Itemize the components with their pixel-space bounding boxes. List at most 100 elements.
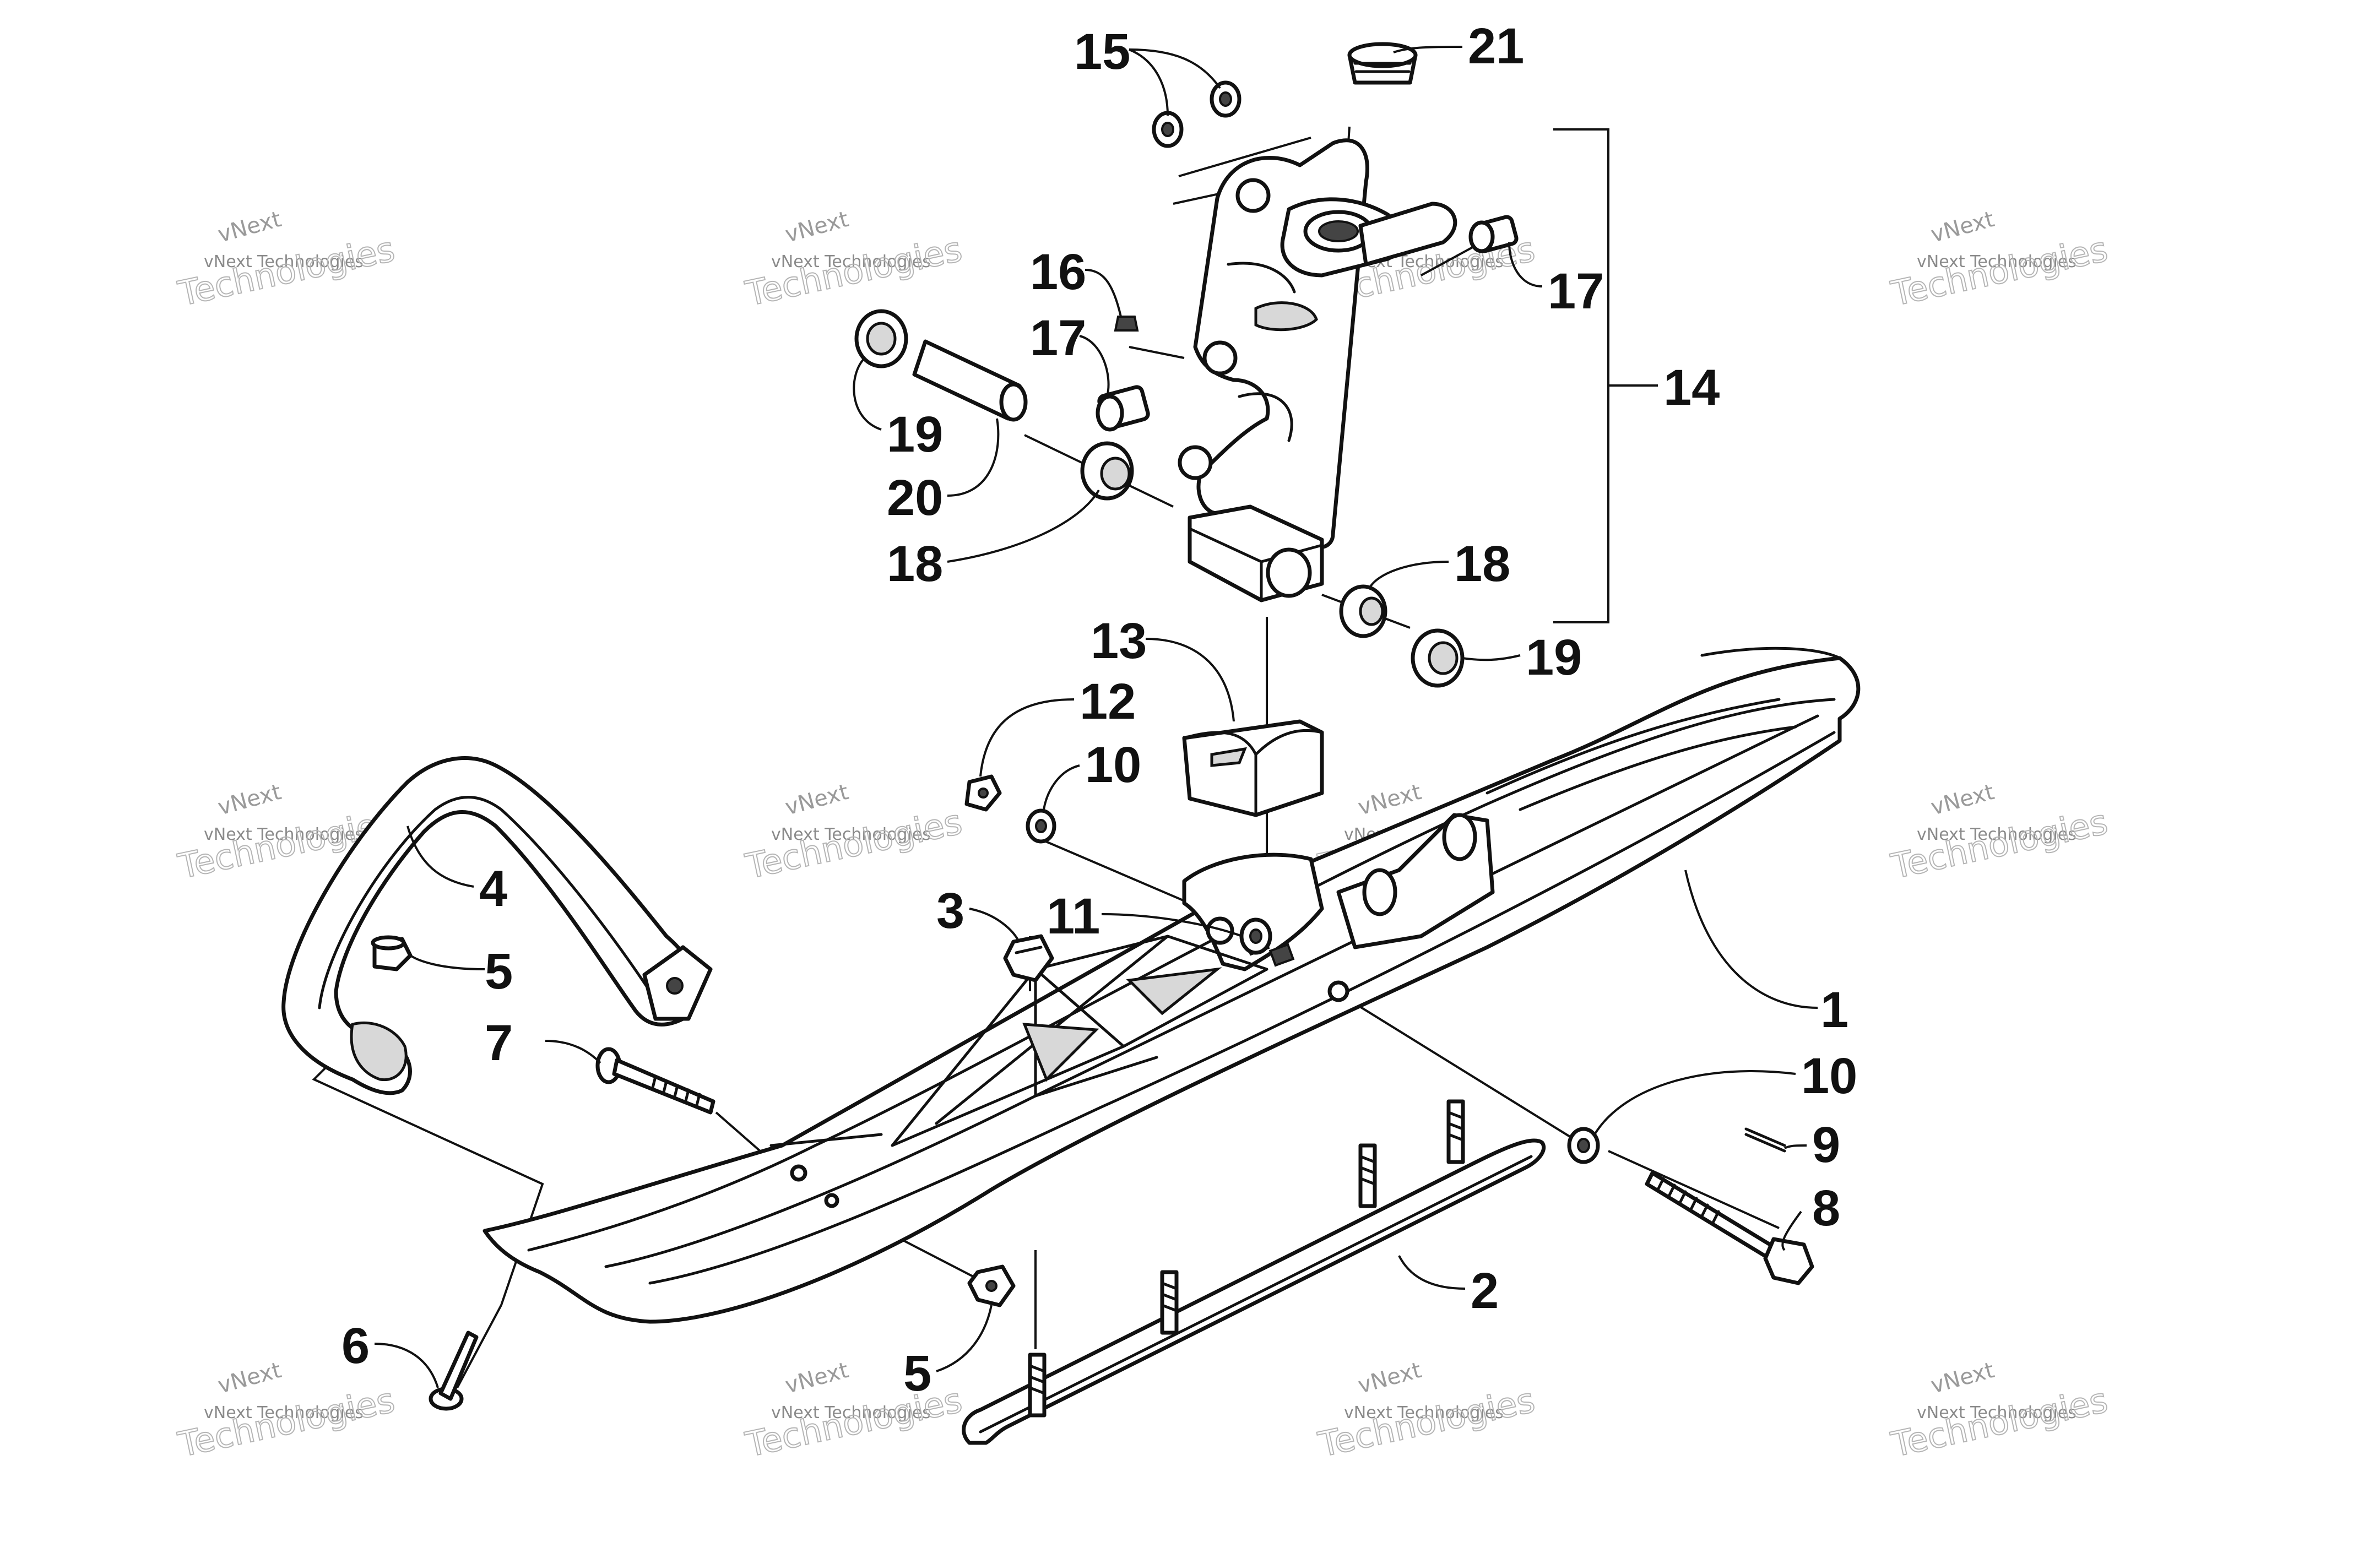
spacer-bore [866,322,897,356]
leader-line [947,489,1100,563]
leader-line [979,698,1075,777]
axis-line [1129,346,1185,359]
bolt-part-8 [1645,1171,1814,1285]
callout-labels: 15 21 16 17 17 14 19 20 18 18 19 13 12 1… [341,18,1857,1402]
wear-bar-part-2 [962,1099,1546,1445]
ski-handle-part-4 [281,756,713,1095]
spacer-part-19 [854,309,908,368]
callout-18: 18 [887,536,943,592]
wear-bar-edge [979,1155,1533,1433]
nut-hole [985,1280,997,1292]
leader-line [1085,269,1122,317]
bushing-part-17 [1096,385,1150,432]
leader-line [1462,654,1521,661]
screw-shank [438,1331,479,1401]
callout-13: 13 [1091,613,1147,669]
callout-14: 14 [1663,360,1720,416]
pad-body [1182,719,1324,817]
bushing-bore [1359,596,1384,626]
spindle-pivot-hole [1202,340,1238,376]
watermark-text: vNext [1356,1357,1424,1399]
spindle-arm-lobe [1358,202,1457,267]
ski-mount-cavity [1362,868,1397,916]
spacer-bore [1428,641,1459,675]
bushing-hole [1249,928,1262,944]
cap-top [371,935,406,951]
screw-part-6 [429,1331,479,1411]
bolt-head [1763,1237,1814,1285]
watermark-text: Technologies [742,801,966,886]
handle-front-cap [350,1021,408,1082]
leader-line [1508,242,1543,287]
washer-part-15 [1210,80,1241,118]
callout-2: 2 [1471,1263,1499,1319]
leader-line [409,954,485,970]
leader-line [1393,46,1463,53]
stud [1358,1143,1377,1208]
saddle-pad-part-13 [1182,719,1324,817]
sleeve-end [999,382,1028,422]
watermark: vNext vNext Technologies Technologies [741,1357,966,1465]
leader-line [1145,638,1235,722]
pad-slot [1210,747,1247,767]
watermark-text: Technologies [1888,1380,2111,1464]
stud-threads [1028,1111,1465,1395]
watermark-text: vNext Technologies [204,825,364,844]
leader-line [1784,1144,1807,1149]
hardware-parts [371,42,1814,1411]
watermark-text: Technologies [175,229,398,313]
callout-6: 6 [341,1318,370,1374]
watermark-text: vNext [783,1357,852,1399]
leader-line [1368,561,1449,590]
watermark-text: vNext Technologies [771,825,931,844]
leader-line [936,1305,993,1372]
washer-hole [1219,91,1232,107]
bushing-part-18 [1080,441,1134,501]
watermark: vNext vNext Technologies Technologies [741,207,966,314]
spindle-foot-bore [1266,547,1312,598]
cap-top [1347,42,1418,68]
callout-10: 10 [1085,737,1141,793]
callout-3: 3 [936,883,964,939]
bolt-threads [1656,1177,1720,1224]
ski-rivet [824,1193,839,1208]
leader-line [1079,335,1110,397]
watermark-text: Technologies [742,1380,966,1464]
handle-outer [281,756,700,1095]
handle-end-hole [666,977,684,995]
bushing-part-18 [1339,584,1387,638]
ski-lip [1700,647,1841,660]
watermark-text: vNext Technologies [204,1403,364,1422]
washer-hole [1577,1138,1590,1153]
watermark: vNext vNext Technologies Technologies [174,207,399,314]
ski-rib-shadow [1126,967,1222,1016]
stud [1446,1099,1465,1164]
washer-hole [1035,819,1047,833]
watermark-text: vNext Technologies [1917,1403,2077,1422]
watermark-text: vNext Technologies [204,252,364,271]
ski-inner-line [604,714,1819,1268]
callout-5: 5 [903,1345,931,1402]
washer-hole [1161,122,1174,137]
callout-15: 15 [1074,24,1130,80]
bolt-shank [1645,1171,1781,1263]
bushing-part-17 [1468,215,1519,253]
callout-17: 17 [1548,263,1604,319]
axis-line [1178,137,1311,177]
bushing-bore [1100,457,1131,491]
leader-line [1684,870,1818,1009]
leader-line [969,908,1020,942]
callout-11: 11 [1047,888,1100,944]
cap-part-21 [1347,42,1418,85]
bushing-face [1096,394,1124,432]
ski-part-1 [482,647,1861,1324]
watermark-text: vNext [1928,207,1997,248]
cap-ribs [1353,62,1412,73]
spindle-contour [1227,262,1296,442]
watermark-text: vNext Technologies [1917,825,2077,844]
nut-edge [1015,946,1043,954]
callout-21: 21 [1468,18,1524,74]
cotter-pin-part-9 [1744,1127,1786,1153]
bracket-14 [1553,128,1609,623]
ski-tip-groove [1486,698,1797,811]
